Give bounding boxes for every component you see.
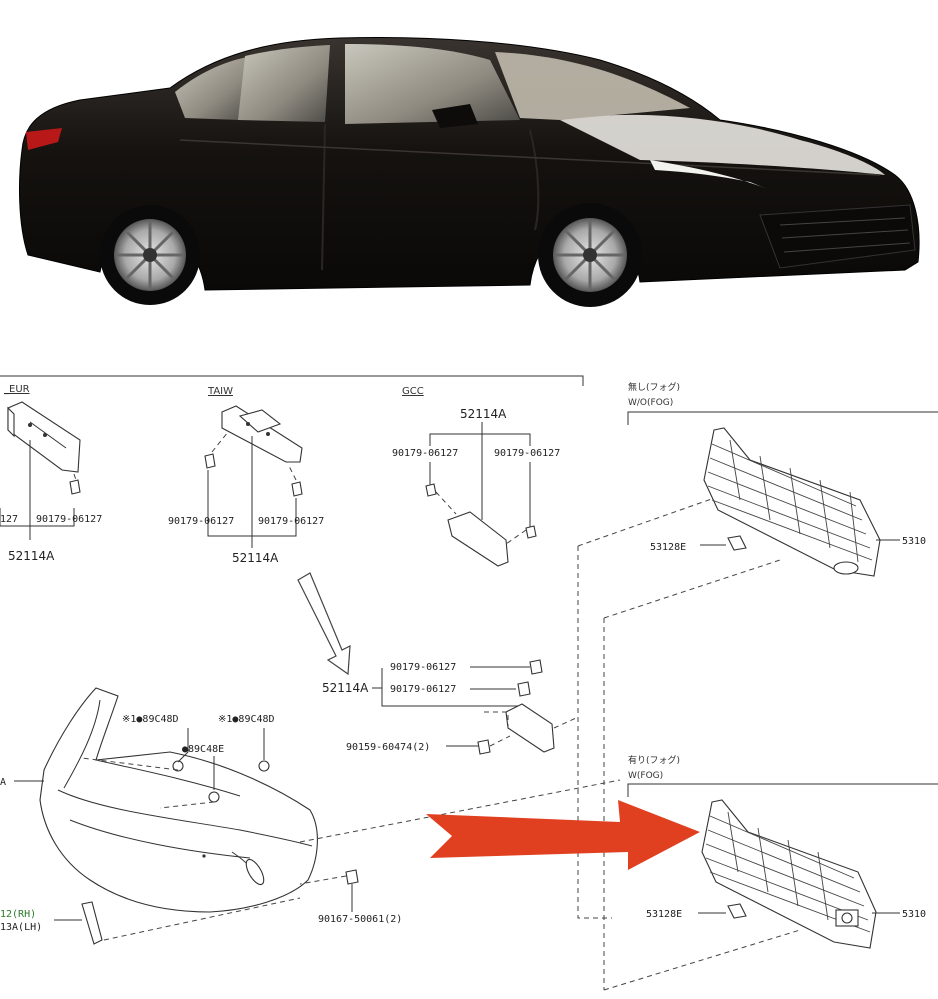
taiw-right-bolt-label: 90179-06127: [258, 516, 324, 527]
parts-diagram: _EUR TAIW GCC 無し(フォグ) W/O(FOG) 有り(フォグ) W…: [0, 375, 938, 991]
clip-3-label: ●89C48E: [182, 744, 224, 755]
eur-left-bolt-label: 127: [0, 514, 18, 525]
eur-bracket-drawing: [7, 401, 81, 495]
grille-without-fog-drawing: [703, 427, 881, 577]
car-front-grille: [759, 204, 916, 269]
bottom-screw-label: 90167-50061(2): [318, 914, 402, 925]
car-rear-window: [175, 56, 255, 120]
section-with-fog-jp: 有り(フォグ): [628, 754, 680, 766]
gcc-bracket-label: 52114A: [460, 407, 507, 421]
grille-top-part-label: 5310: [902, 536, 926, 547]
grille-bottom-part-label: 5310: [902, 909, 926, 920]
front-bumper-drawing: [39, 687, 318, 913]
clip-1-label: ※1●89C48D: [122, 714, 179, 725]
mid-bracket-drawing: [484, 659, 577, 753]
gcc-left-bolt-label: 90179-06127: [392, 448, 458, 459]
section-gcc: GCC: [402, 386, 424, 397]
taiw-left-bolt-label: 90179-06127: [168, 516, 234, 527]
gcc-bracket-drawing: [425, 462, 537, 567]
clip-2-label: ※1●89C48D: [218, 714, 275, 725]
section-without-fog-jp: 無し(フォグ): [628, 381, 680, 393]
outline-arrow: [297, 572, 351, 676]
eur-right-bolt-label: 90179-06127: [36, 514, 102, 525]
grille-bottom-clip-label: 53128E: [646, 909, 682, 920]
bumper-label: A: [0, 777, 6, 788]
car-headlight: [650, 160, 770, 190]
car-hood: [560, 114, 885, 175]
taiw-bracket-drawing: [204, 405, 303, 497]
mid-bracket-label: 52114A: [322, 681, 369, 695]
car-photo: [19, 37, 920, 307]
section-taiw: TAIW: [207, 386, 233, 397]
car-windshield: [495, 52, 690, 120]
section-with-fog: W(FOG): [628, 771, 663, 781]
car-front-door-window: [345, 44, 520, 124]
mid-bolt-1-label: 90179-06127: [390, 662, 456, 673]
side-lh-label: 13A(LH): [0, 922, 42, 933]
taiw-bracket-label: 52114A: [232, 551, 279, 565]
grille-top-clip-label: 53128E: [650, 542, 686, 553]
section-eur: _EUR: [3, 384, 30, 395]
car-rear-door-window: [238, 45, 330, 122]
red-arrow: [426, 800, 700, 870]
gcc-right-bolt-label: 90179-06127: [494, 448, 560, 459]
mid-bolt-3-label: 90159-60474(2): [346, 742, 430, 753]
grille-with-fog-drawing: [701, 799, 877, 949]
mid-bolt-2-label: 90179-06127: [390, 684, 456, 695]
car-mirror: [432, 104, 478, 128]
car-taillight: [26, 128, 62, 150]
side-rh-label: 12(RH): [0, 909, 36, 920]
section-without-fog: W/O(FOG): [628, 398, 673, 408]
eur-bracket-label: 52114A: [8, 549, 55, 563]
